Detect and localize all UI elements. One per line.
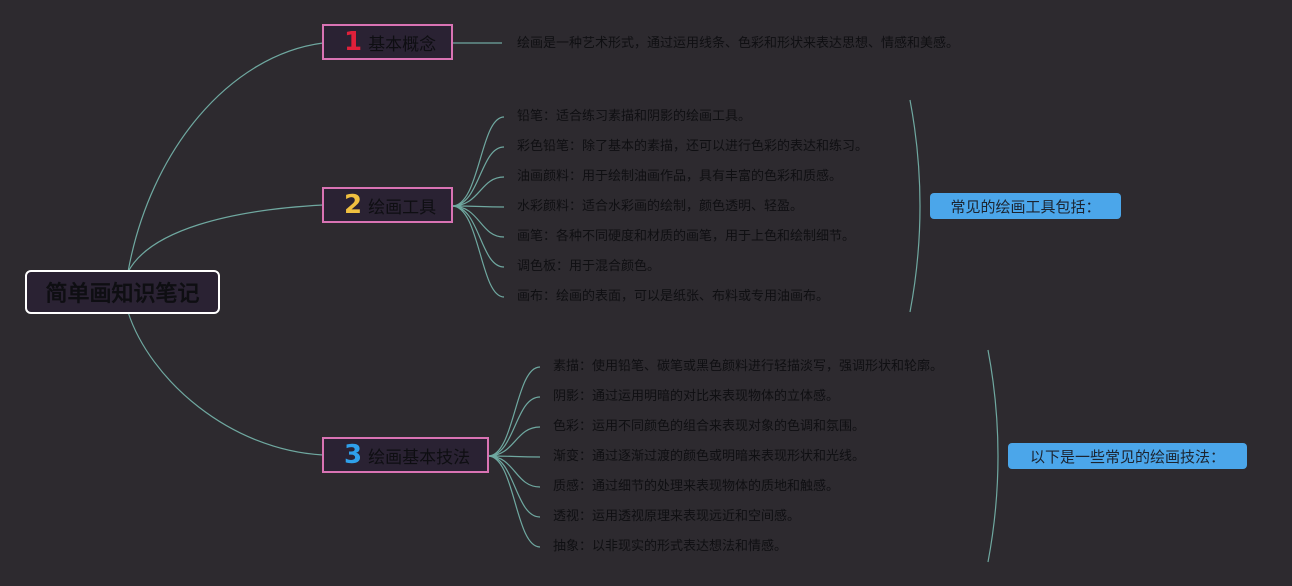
leaf-item[interactable]: 彩色铅笔：除了基本的素描，还可以进行色彩的表达和练习。 [517,139,869,154]
leaf-item[interactable]: 渐变：通过逐渐过渡的颜色或明暗来表现形状和光线。 [553,449,866,464]
leaf-item[interactable]: 水彩颜料：适合水彩画的绘制，颜色透明、轻盈。 [517,199,804,214]
topic-number: 1 [344,27,363,57]
topic-label: 基本概念 [368,34,437,55]
leaf-item[interactable]: 绘画是一种艺术形式，通过运用线条、色彩和形状来表达思想、情感和美感。 [517,36,960,51]
topic-basic-techniques[interactable]: 3 绘画基本技法 [322,437,489,473]
leaf-item[interactable]: 铅笔：适合练习素描和阴影的绘画工具。 [517,109,752,124]
leaf-item[interactable]: 画布：绘画的表面，可以是纸张、布料或专用油画布。 [517,289,830,304]
leaf-item[interactable]: 素描：使用铅笔、碳笔或黑色颜料进行轻描淡写，强调形状和轮廓。 [553,359,944,374]
summary-techniques[interactable]: 以下是一些常见的绘画技法： [1008,443,1247,469]
root-node[interactable]: 简单画知识笔记 [25,270,220,314]
leaf-item[interactable]: 抽象：以非现实的形式表达想法和情感。 [553,539,788,554]
topic-label: 绘画基本技法 [368,447,471,468]
leaf-item[interactable]: 调色板：用于混合颜色。 [517,259,661,274]
summary-tools[interactable]: 常见的绘画工具包括： [930,193,1121,219]
leaf-item[interactable]: 油画颜料：用于绘制油画作品，具有丰富的色彩和质感。 [517,169,843,184]
leaf-item[interactable]: 质感：通过细节的处理来表现物体的质地和触感。 [553,479,840,494]
topic-basic-concepts[interactable]: 1 基本概念 [322,24,453,60]
root-title: 简单画知识笔记 [45,282,200,307]
leaf-item[interactable]: 色彩：运用不同颜色的组合来表现对象的色调和氛围。 [553,419,866,434]
leaf-item[interactable]: 阴影：通过运用明暗的对比来表现物体的立体感。 [553,389,840,404]
topic-number: 3 [344,440,363,470]
topic-label: 绘画工具 [368,197,437,218]
topic-number: 2 [344,190,363,220]
leaf-item[interactable]: 画笔：各种不同硬度和材质的画笔，用于上色和绘制细节。 [517,229,856,244]
leaf-item[interactable]: 透视：运用透视原理来表现远近和空间感。 [553,509,801,524]
topic-drawing-tools[interactable]: 2 绘画工具 [322,187,453,223]
